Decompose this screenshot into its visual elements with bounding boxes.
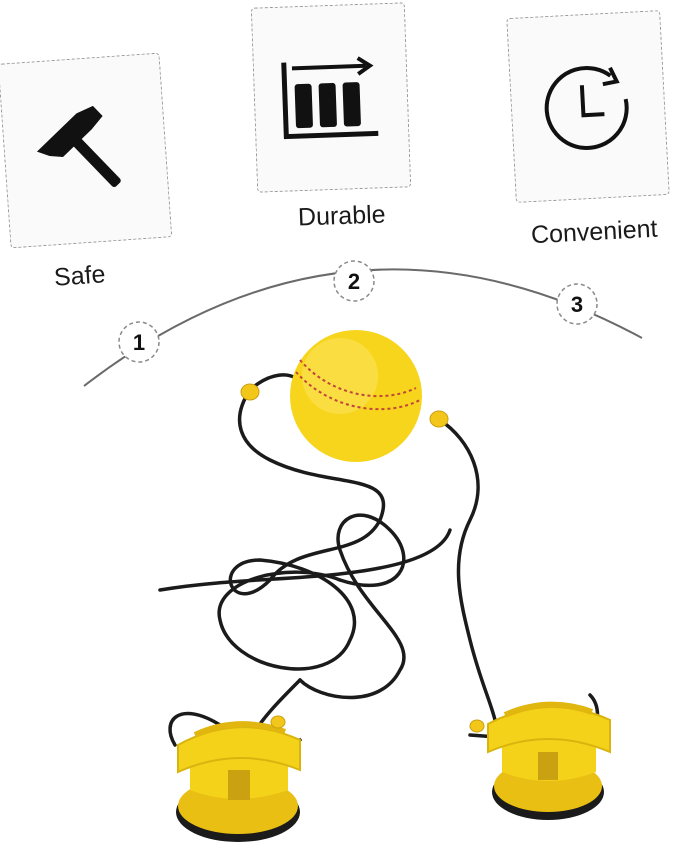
step-marker-2: 2 bbox=[333, 260, 375, 302]
bead-right bbox=[429, 410, 449, 428]
feature-card-safe bbox=[0, 52, 173, 249]
bead-left bbox=[240, 383, 260, 401]
bead-cord-right bbox=[469, 719, 485, 733]
hammer-icon bbox=[36, 105, 121, 187]
step-marker-1: 1 bbox=[118, 321, 160, 363]
softball bbox=[290, 330, 422, 462]
step-number-2: 2 bbox=[348, 269, 360, 294]
feature-card-durable bbox=[250, 2, 412, 193]
bar-chart-icon bbox=[281, 55, 379, 139]
clock-refresh-icon bbox=[544, 65, 629, 150]
step-marker-3: 3 bbox=[556, 283, 598, 325]
bead-cord-left bbox=[270, 715, 286, 729]
suction-cup-right bbox=[487, 701, 611, 820]
suction-cup-left bbox=[176, 721, 301, 842]
step-number-3: 3 bbox=[571, 292, 583, 317]
step-number-1: 1 bbox=[133, 330, 145, 355]
feature-card-convenient bbox=[506, 10, 670, 203]
